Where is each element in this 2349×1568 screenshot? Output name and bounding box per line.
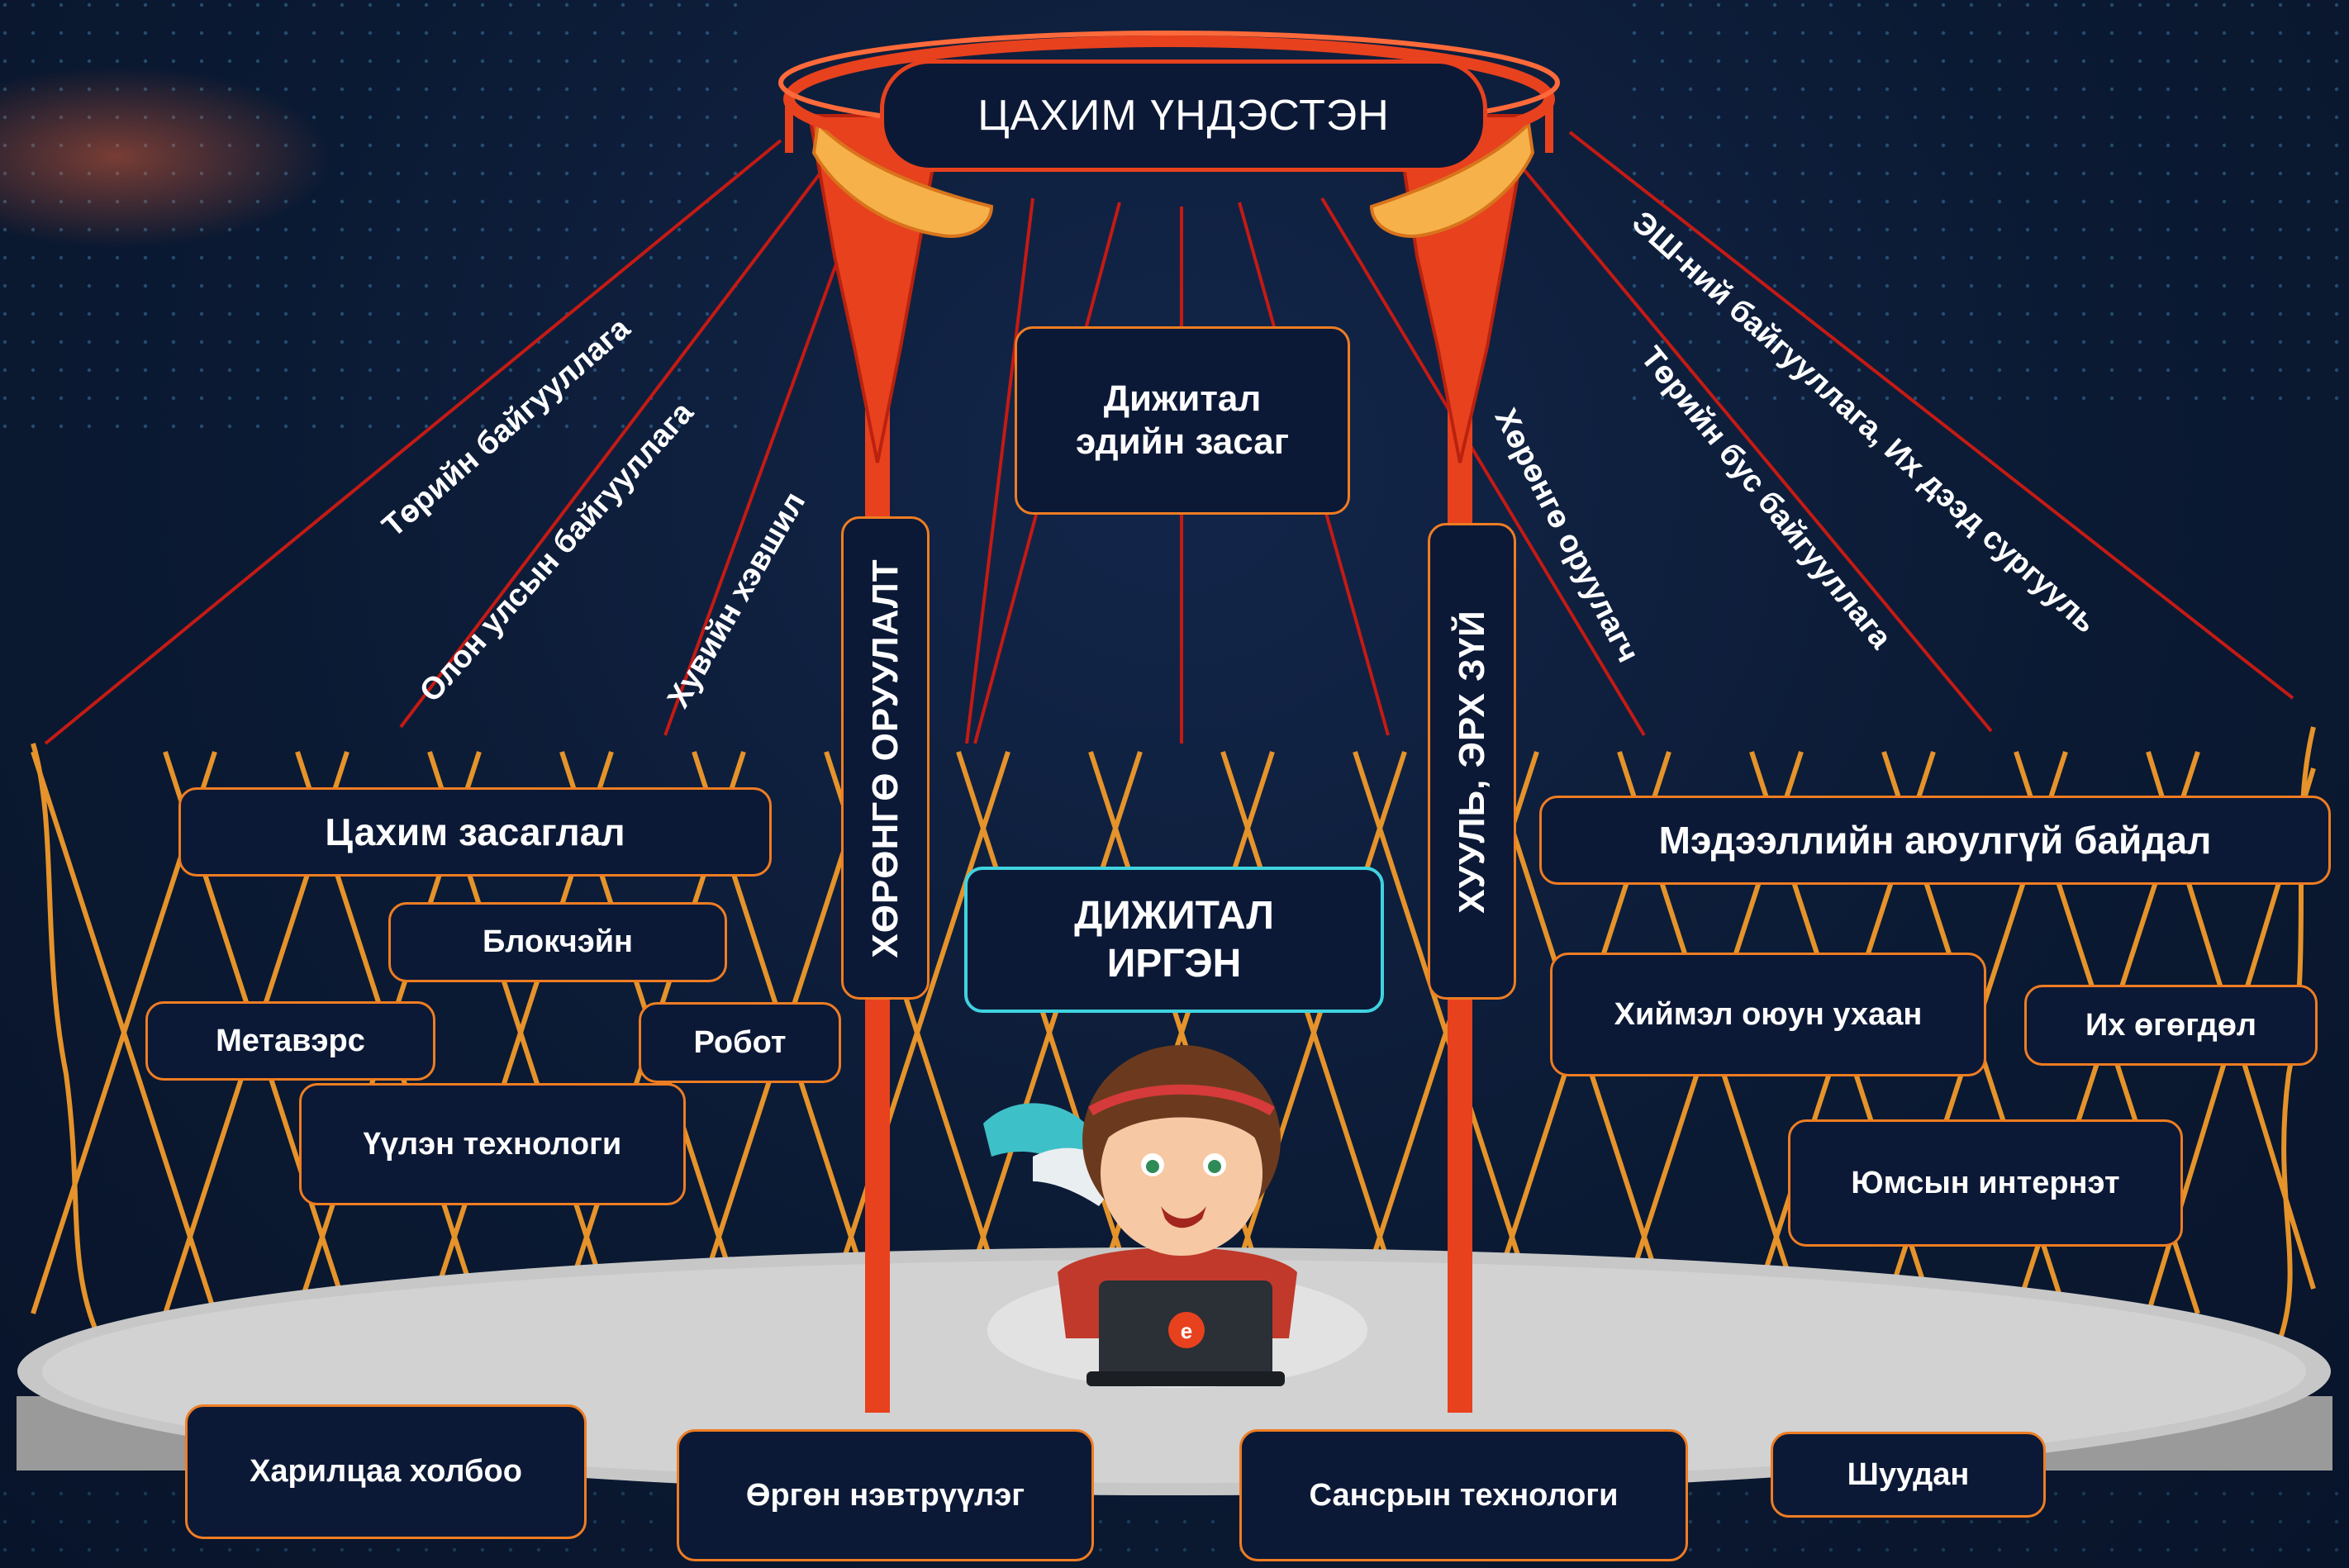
artificial-intelligence-box: Хиймэл оюун ухаан	[1550, 953, 1986, 1076]
e-governance-box: Цахим засаглал	[178, 787, 772, 877]
blockchain-box: Блокчэйн	[388, 902, 727, 982]
big-data-box: Их өгөгдөл	[2024, 985, 2318, 1066]
digital-economy-box: Дижитал эдийн засаг	[1015, 326, 1350, 515]
e-logo-icon	[1168, 1312, 1205, 1348]
roof-poles	[44, 131, 2294, 745]
glow-left	[0, 66, 330, 248]
digital-citizen-box: ДИЖИТАЛ ИРГЭН	[964, 867, 1384, 1013]
robot-box: Робот	[639, 1002, 841, 1083]
dot-field-right	[1611, 0, 2349, 413]
telecommunications-box: Харилцаа холбоо	[185, 1404, 587, 1539]
metaverse-box: Метавэрс	[145, 1001, 435, 1081]
information-security-box: Мэдээллийн аюулгүй байдал	[1539, 796, 2331, 885]
girl-with-laptop-icon: e	[983, 1045, 1367, 1388]
space-technology-box: Сансрын технологи	[1239, 1429, 1688, 1561]
investment-pillar-label: ХӨРӨНГӨ ОРУУЛАЛТ	[841, 516, 930, 1000]
internet-of-things-box: Юмсын интернэт	[1788, 1119, 2183, 1247]
postal-service-box: Шуудан	[1771, 1432, 2046, 1518]
broadcasting-box: Өргөн нэвтрүүлэг	[677, 1429, 1094, 1561]
svg-text:e: e	[1181, 1319, 1192, 1343]
law-pillar-text: ХУУЛЬ, ЭРХ ЗҮЙ	[1451, 609, 1492, 914]
investment-pillar-text: ХӨРӨНГӨ ОРУУЛАЛТ	[864, 558, 906, 958]
top-title: ЦАХИМ ҮНДЭСТЭН	[880, 59, 1487, 172]
cloud-technology-box: Үүлэн технологи	[299, 1083, 686, 1205]
law-pillar-label: ХУУЛЬ, ЭРХ ЗҮЙ	[1428, 523, 1516, 1000]
